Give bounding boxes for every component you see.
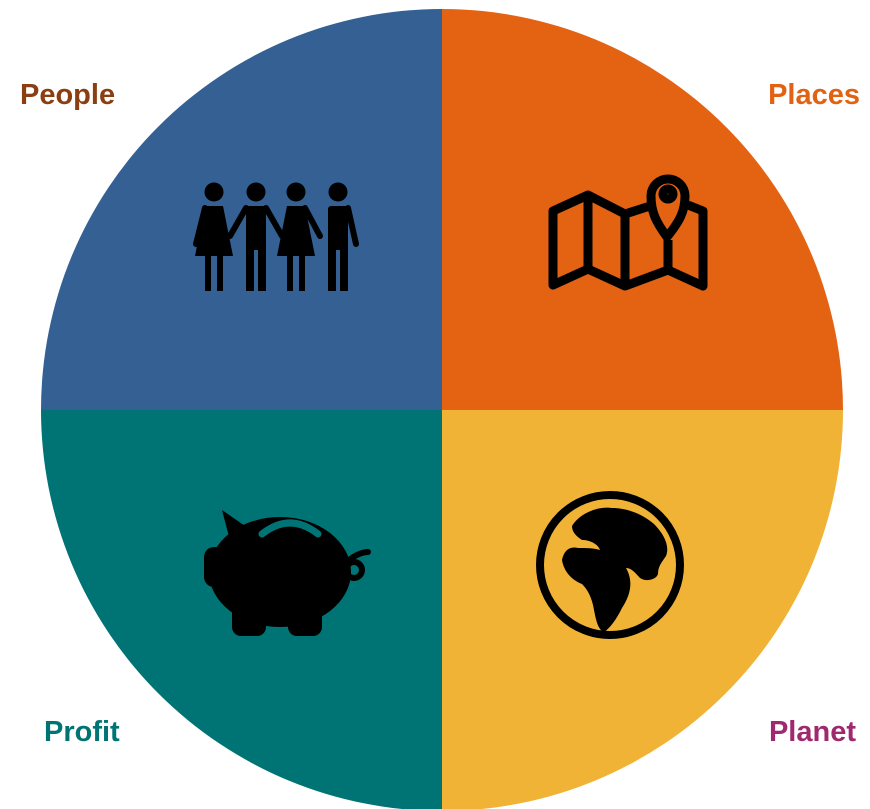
globe-icon [536, 491, 684, 639]
quadrant-planet [442, 410, 843, 809]
label-places: Places [768, 79, 860, 111]
map-pin-icon [548, 174, 708, 291]
quadrant-people [41, 9, 442, 410]
piggy-bank-icon [204, 510, 371, 636]
people-group-icon [193, 182, 359, 291]
label-profit: Profit [44, 716, 120, 748]
label-planet: Planet [769, 716, 856, 748]
label-people: People [20, 79, 115, 111]
